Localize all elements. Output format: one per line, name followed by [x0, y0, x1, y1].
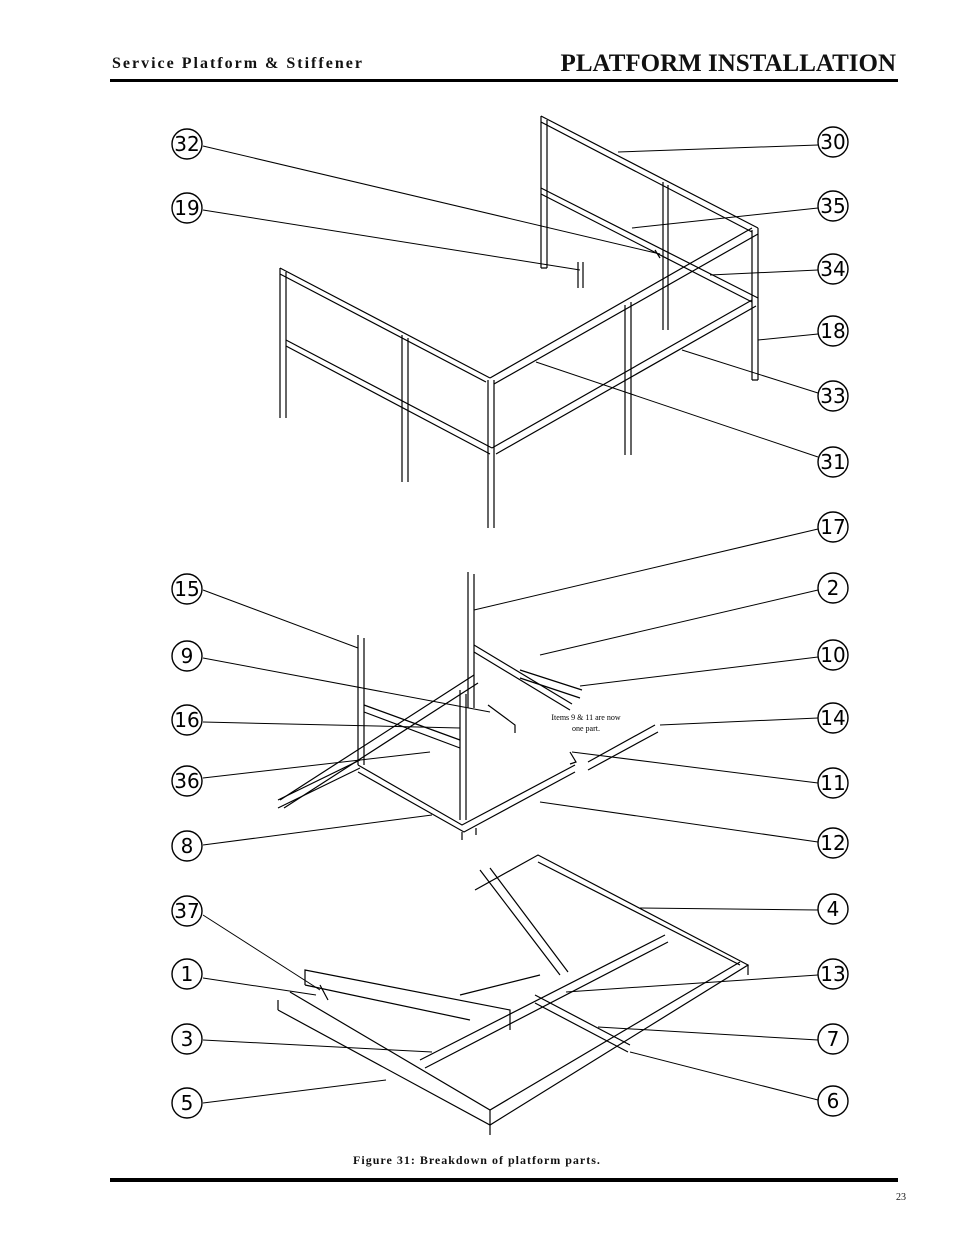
callout-circle-18: [817, 315, 849, 347]
callout-label-9: 9: [181, 644, 194, 668]
callout-label-7: 7: [827, 1027, 840, 1051]
stiffener-assembly: [277, 572, 659, 840]
callout-label-17: 17: [820, 515, 845, 539]
callout-label-1: 1: [181, 962, 194, 986]
leader-lines: [202, 144, 819, 1104]
callout-label-3: 3: [181, 1027, 194, 1051]
header-rule: [110, 79, 898, 82]
callout-circle-5: [171, 1087, 203, 1119]
callout-label-10: 10: [820, 643, 845, 667]
callout-label-16: 16: [174, 708, 199, 732]
callout-circle-36: [171, 765, 203, 797]
parts-note-line1: Items 9 & 11 are now: [551, 713, 620, 722]
callout-circle-8: [171, 830, 203, 862]
callout-circle-19: [171, 192, 203, 224]
figure-caption: Figure 31: Breakdown of platform parts.: [353, 1153, 601, 1167]
callout-label-18: 18: [820, 319, 845, 343]
callout-circle-35: [817, 190, 849, 222]
callout-circle-12: [817, 827, 849, 859]
callout-circle-6: [817, 1085, 849, 1117]
page-number: 23: [896, 1192, 906, 1203]
callout-label-5: 5: [181, 1091, 194, 1115]
page-title: PLATFORM INSTALLATION: [560, 50, 896, 77]
callout-circle-1: [171, 958, 203, 990]
callout-circle-34: [817, 253, 849, 285]
callout-circle-4: [817, 893, 849, 925]
callout-label-2: 2: [827, 576, 840, 600]
callout-circle-32: [171, 128, 203, 160]
footer-rule: [110, 1178, 898, 1182]
callout-circle-3: [171, 1023, 203, 1055]
callout-circle-30: [817, 126, 849, 158]
callout-circle-33: [817, 380, 849, 412]
callout-label-35: 35: [820, 194, 845, 218]
callout-circle-17: [817, 511, 849, 543]
callout-label-12: 12: [820, 831, 845, 855]
callout-circle-2: [817, 572, 849, 604]
callout-circle-9: [171, 640, 203, 672]
callout-circle-13: [817, 958, 849, 990]
callout-label-6: 6: [827, 1089, 840, 1113]
callout-label-34: 34: [820, 257, 845, 281]
callout-circle-7: [817, 1023, 849, 1055]
callout-label-15: 15: [174, 577, 199, 601]
callout-label-36: 36: [174, 769, 199, 793]
callout-circle-16: [171, 704, 203, 736]
callout-circle-15: [171, 573, 203, 605]
callout-label-11: 11: [820, 771, 845, 795]
callout-circle-14: [817, 702, 849, 734]
callout-label-8: 8: [181, 834, 194, 858]
callout-label-31: 31: [820, 450, 845, 474]
callout-bubbles: 3219159163683713530353418333117210141112…: [171, 126, 849, 1119]
railing-assembly: [279, 115, 759, 528]
callout-label-33: 33: [820, 384, 845, 408]
callout-label-14: 14: [820, 706, 845, 730]
callout-circle-11: [817, 767, 849, 799]
callout-label-13: 13: [820, 962, 845, 986]
callout-label-19: 19: [174, 196, 199, 220]
callout-label-32: 32: [174, 132, 199, 156]
callout-circle-37: [171, 895, 203, 927]
base-frame-assembly: [277, 854, 750, 1135]
parts-note-line2: one part.: [572, 724, 600, 733]
callout-circle-31: [817, 446, 849, 478]
callout-label-30: 30: [820, 130, 845, 154]
section-title: Service Platform & Stiffener: [112, 55, 364, 72]
callout-label-4: 4: [827, 897, 840, 921]
callout-circle-10: [817, 639, 849, 671]
callout-label-37: 37: [174, 899, 199, 923]
